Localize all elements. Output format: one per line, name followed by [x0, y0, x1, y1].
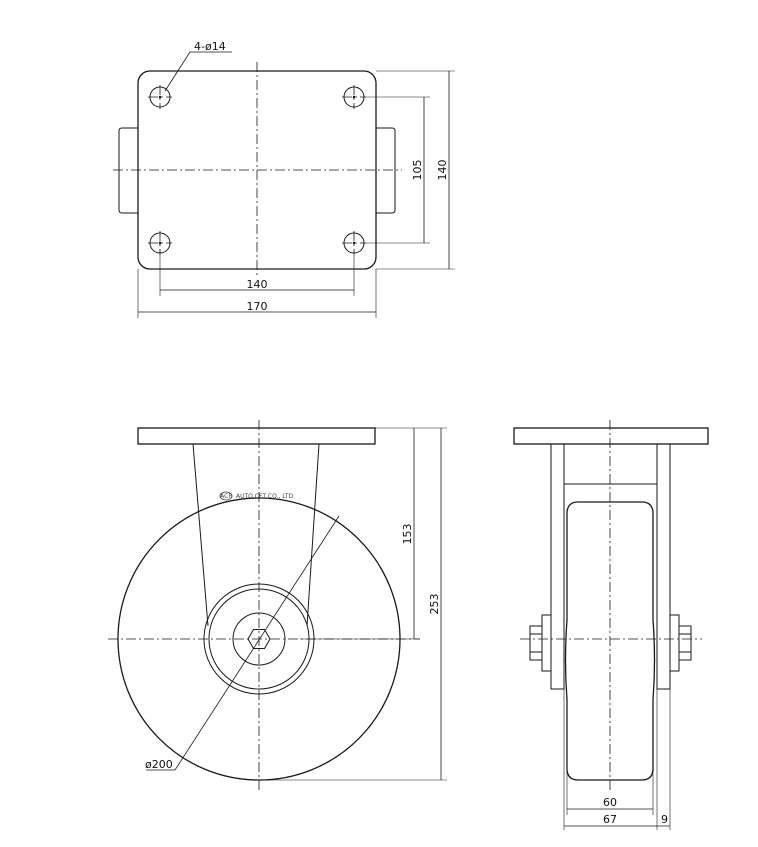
mounting-hole	[148, 85, 172, 109]
diameter-leader	[174, 515, 340, 771]
dim-fork-width: 67	[603, 813, 617, 826]
mounting-hole	[342, 231, 366, 255]
brand-text: AUTO CFT CO., LTD.	[236, 493, 295, 500]
mounting-hole	[342, 85, 366, 109]
dim-total-height: 253	[428, 594, 441, 615]
axle-nut-side	[678, 625, 692, 661]
right-boss	[376, 127, 396, 214]
dim-wheel-diameter: ø200	[145, 758, 173, 771]
top-view: 4-ø14 105 140 140 170	[113, 40, 455, 318]
dim-wheel-width: 60	[603, 796, 617, 809]
dim-axle-height: 153	[401, 524, 414, 545]
dim-hole-spacing-y: 105	[411, 160, 424, 181]
bolt-head	[529, 625, 543, 661]
side-view: 60 67 9	[513, 420, 709, 830]
wheel-tread	[564, 501, 656, 781]
brand-logo: ACF	[219, 491, 233, 501]
fork-leg-left	[550, 443, 565, 690]
side-top-plate	[513, 427, 709, 445]
washer-right	[669, 614, 680, 672]
front-view: ACF AUTO CFT CO., LTD. ø200 153 253	[108, 420, 447, 790]
fork-body	[193, 443, 320, 627]
dim-hole-spacing-x: 140	[247, 278, 268, 291]
fork-leg-right	[656, 443, 671, 690]
svg-text:ACF: ACF	[220, 493, 232, 500]
dim-plate-height: 140	[436, 160, 449, 181]
hole-callout-label: 4-ø14	[194, 40, 226, 53]
washer-left	[541, 614, 552, 672]
top-plate	[137, 427, 376, 445]
hole-callout-leader	[164, 51, 232, 92]
dim-plate-width: 170	[247, 300, 268, 313]
mounting-hole	[148, 231, 172, 255]
dim-offset: 9	[661, 813, 668, 826]
left-boss	[118, 127, 138, 214]
